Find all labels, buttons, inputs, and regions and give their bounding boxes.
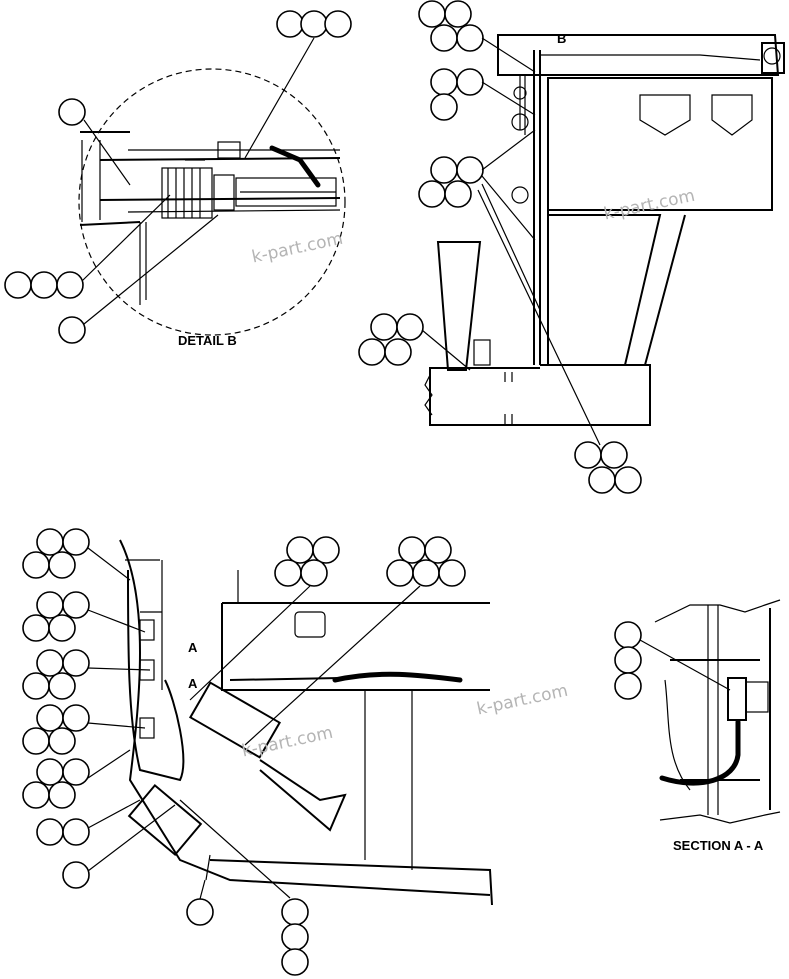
detail-b-marker: B bbox=[557, 31, 567, 46]
section-a-callouts bbox=[614, 621, 731, 700]
top-right-view bbox=[424, 34, 785, 426]
section-a-title: SECTION A - A bbox=[673, 838, 764, 853]
detail-b-callouts bbox=[4, 10, 352, 344]
detail-b-title: DETAIL B bbox=[178, 333, 237, 348]
bottom-left-callouts bbox=[22, 528, 466, 976]
top-right-callouts bbox=[358, 0, 642, 494]
section-a-marker-upper: A bbox=[188, 640, 198, 655]
section-a-marker-lower: A bbox=[188, 676, 198, 691]
bottom-left-view bbox=[119, 539, 493, 906]
detail-b-view bbox=[78, 68, 346, 336]
section-a-view bbox=[654, 599, 781, 824]
